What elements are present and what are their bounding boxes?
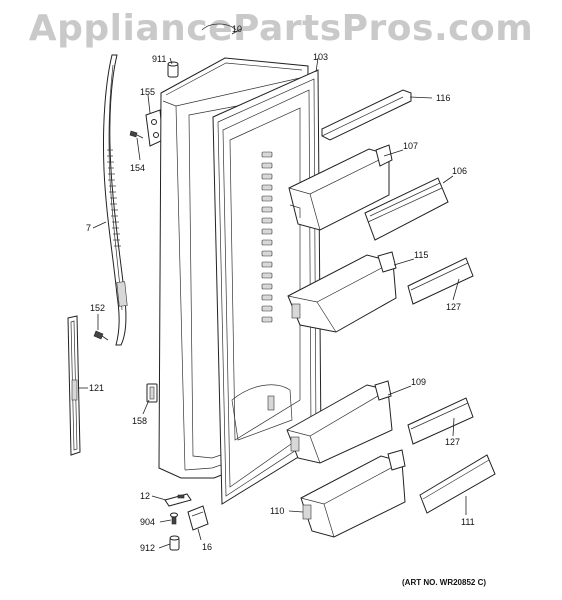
shelf-trim-part-116[interactable] <box>321 89 412 141</box>
callout-7: 7 <box>86 223 91 233</box>
callout-127-upper: 127 <box>446 302 461 312</box>
bin-front-part-106[interactable] <box>364 177 449 241</box>
callout-110: 110 <box>270 506 284 516</box>
callout-labels: 10 911 103 155 154 116 107 106 7 115 127… <box>86 24 475 553</box>
bin-front-part-111[interactable] <box>419 454 496 514</box>
art-number: (ART NO. WR20852 C) <box>402 578 487 587</box>
door-liner <box>229 107 301 441</box>
door-bin-part-109[interactable] <box>286 380 393 464</box>
trim-strip-part-121[interactable] <box>67 315 81 456</box>
callout-115: 115 <box>414 250 428 260</box>
hinge-cover-part-16[interactable] <box>187 505 209 531</box>
clip-part-158[interactable] <box>146 383 158 403</box>
bin-front-part-127-lower[interactable] <box>407 397 474 445</box>
door-bin-part-115[interactable] <box>287 251 397 333</box>
callout-152: 152 <box>90 303 105 313</box>
callout-154: 154 <box>130 163 145 173</box>
door-bin-part-107[interactable] <box>288 144 393 231</box>
callout-911: 911 <box>152 54 166 64</box>
screw-part-904[interactable] <box>170 512 178 525</box>
callout-10: 10 <box>232 24 242 34</box>
callout-109: 109 <box>411 377 426 387</box>
bushing-part-912[interactable] <box>169 535 180 551</box>
callout-111: 111 <box>461 517 475 527</box>
callout-12: 12 <box>140 491 150 501</box>
door-bin-part-110[interactable] <box>300 449 406 538</box>
callout-116: 116 <box>436 93 450 103</box>
bracket-part-12[interactable] <box>164 493 192 507</box>
callout-121: 121 <box>89 383 104 393</box>
callout-155: 155 <box>140 87 155 97</box>
callout-127-lower: 127 <box>445 437 460 447</box>
callout-912: 912 <box>140 543 155 553</box>
callout-16: 16 <box>202 542 212 552</box>
callout-158: 158 <box>132 416 147 426</box>
bin-front-part-127-upper[interactable] <box>407 257 474 305</box>
cap-part-911[interactable] <box>167 61 179 78</box>
leader-lines <box>78 28 467 549</box>
watermark: AppliancePartsPros.com <box>28 8 534 49</box>
callout-103: 103 <box>313 52 328 62</box>
door-handle-part-7[interactable] <box>102 54 128 346</box>
callout-106: 106 <box>452 166 467 176</box>
screw-part-154[interactable] <box>129 130 144 139</box>
screw-part-152[interactable] <box>93 330 109 341</box>
hinge-part-155[interactable] <box>145 109 164 147</box>
callout-107: 107 <box>403 141 418 151</box>
callout-904: 904 <box>140 517 155 527</box>
